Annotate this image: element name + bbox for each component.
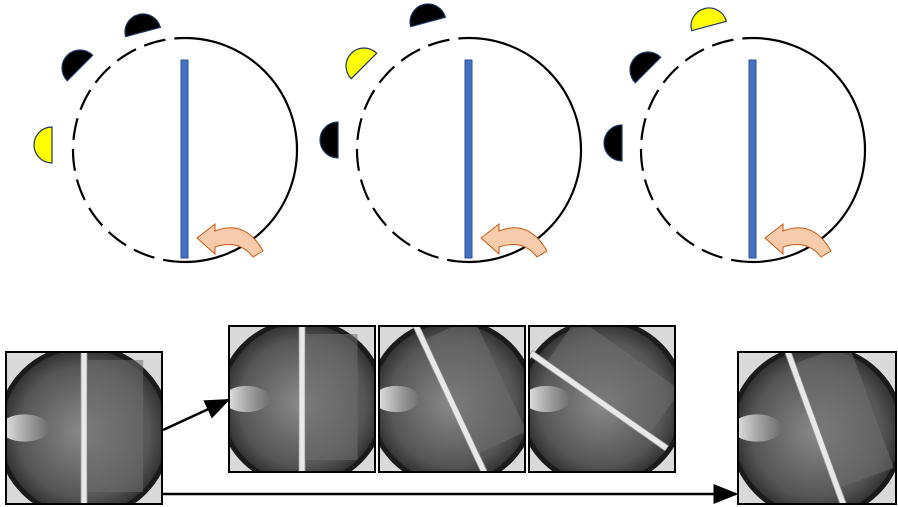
half-disc-indicator-icon	[55, 43, 93, 81]
half-disc-indicator-icon	[34, 127, 52, 163]
schematic-panel-1	[34, 10, 297, 262]
photo-sequence-frame-2	[370, 301, 536, 485]
half-disc-indicator-icon	[339, 41, 377, 79]
half-disc-indicator-icon	[320, 122, 338, 158]
dish-outline-solid	[469, 38, 581, 262]
dish-outline-solid	[185, 38, 297, 262]
half-disc-indicator-icon	[604, 125, 622, 161]
rod	[749, 60, 756, 258]
dish-outline-dashed	[641, 38, 753, 262]
flow-arrow-to-sequence	[163, 400, 228, 430]
dish-outline-solid	[753, 38, 865, 262]
photo-after	[732, 327, 898, 507]
dish-outline-dashed	[73, 38, 185, 262]
photo-before	[0, 342, 169, 507]
rod	[465, 60, 472, 258]
dish-outline-dashed	[357, 38, 469, 262]
half-disc-indicator-icon	[121, 10, 160, 37]
photo-after-frame	[732, 327, 898, 507]
half-disc-indicator-icon	[623, 45, 661, 83]
schematic-panel-2	[320, 0, 581, 262]
photo-sequence-frame-1	[220, 316, 384, 485]
photo-sequence-strip	[220, 301, 698, 485]
rod	[181, 60, 188, 258]
half-disc-indicator-icon	[687, 4, 726, 31]
photo-sequence-frame-3	[520, 308, 698, 485]
schematic-panel-3	[604, 4, 865, 262]
photo-before-frame	[0, 342, 169, 507]
half-disc-indicator-icon	[406, 0, 445, 27]
